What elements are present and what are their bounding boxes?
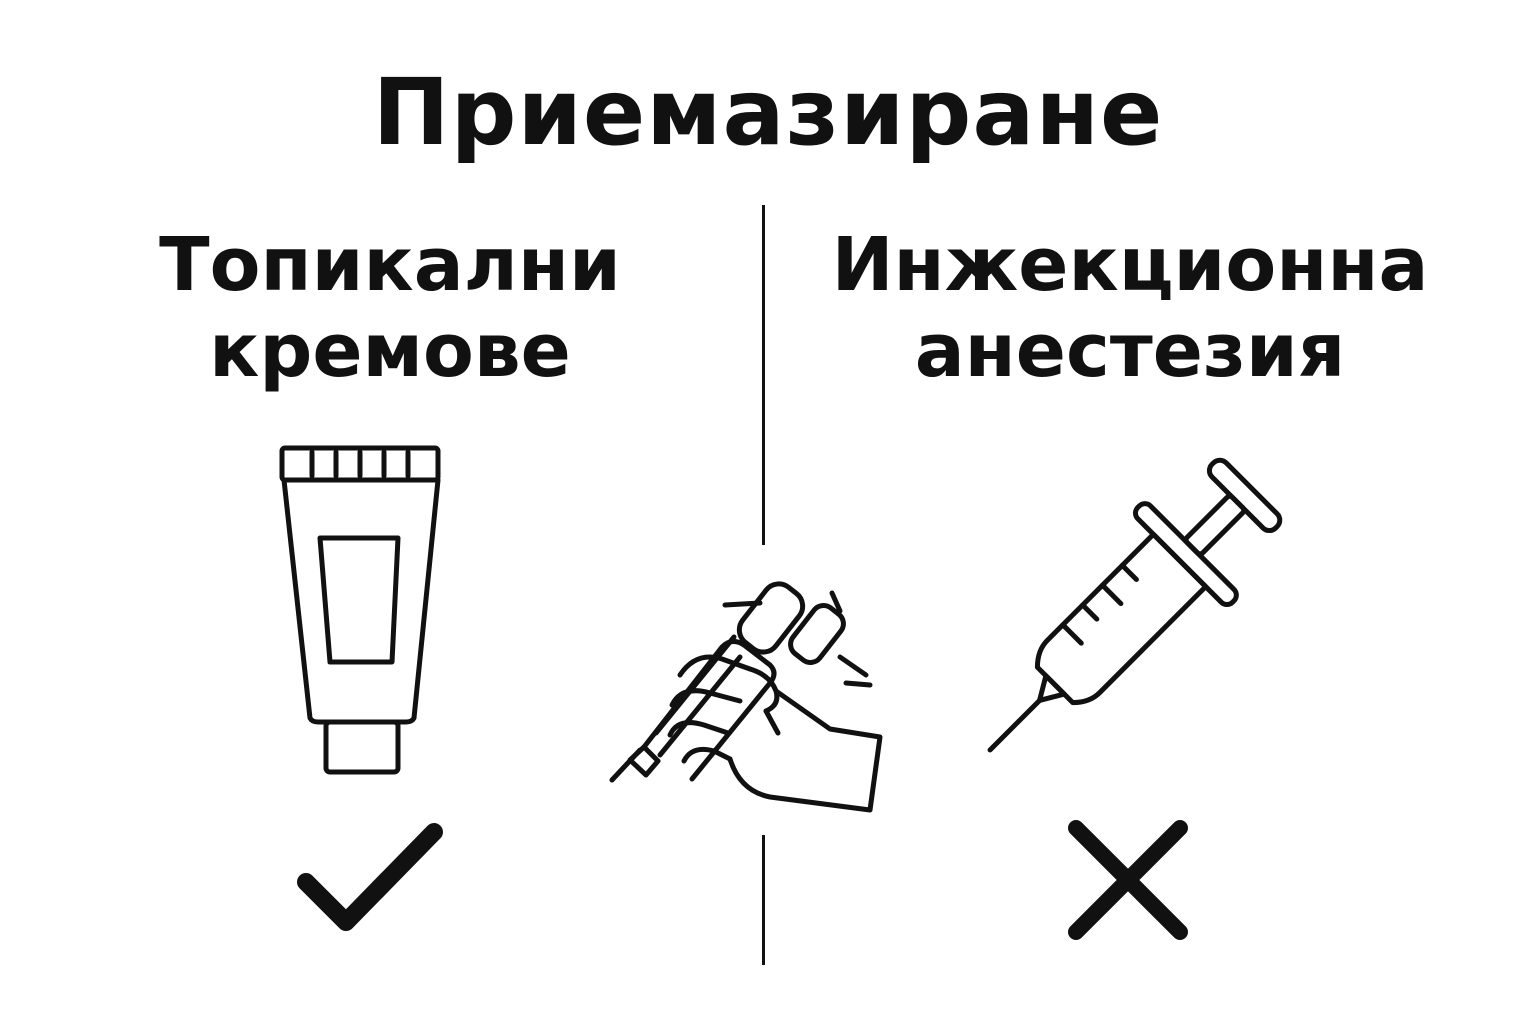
right-heading-line-2: анестезия — [914, 308, 1346, 394]
tattoo-machine-hand-icon — [609, 581, 883, 813]
divider-bottom — [762, 835, 765, 965]
cross-icon — [1068, 820, 1188, 940]
right-column-heading: Инжекционна анестезия — [830, 222, 1430, 394]
page-title: Приемазиране — [372, 59, 1164, 166]
left-heading-line-1: Топикални — [159, 222, 621, 308]
syringe-icon — [987, 457, 1283, 753]
right-heading-line-1: Инжекционна — [831, 222, 1429, 308]
left-heading-line-2: кремове — [209, 308, 571, 394]
left-column-heading: Топикални кремове — [130, 222, 650, 394]
check-icon — [297, 823, 443, 931]
divider-top — [762, 205, 765, 545]
cream-tube-icon — [279, 445, 441, 775]
